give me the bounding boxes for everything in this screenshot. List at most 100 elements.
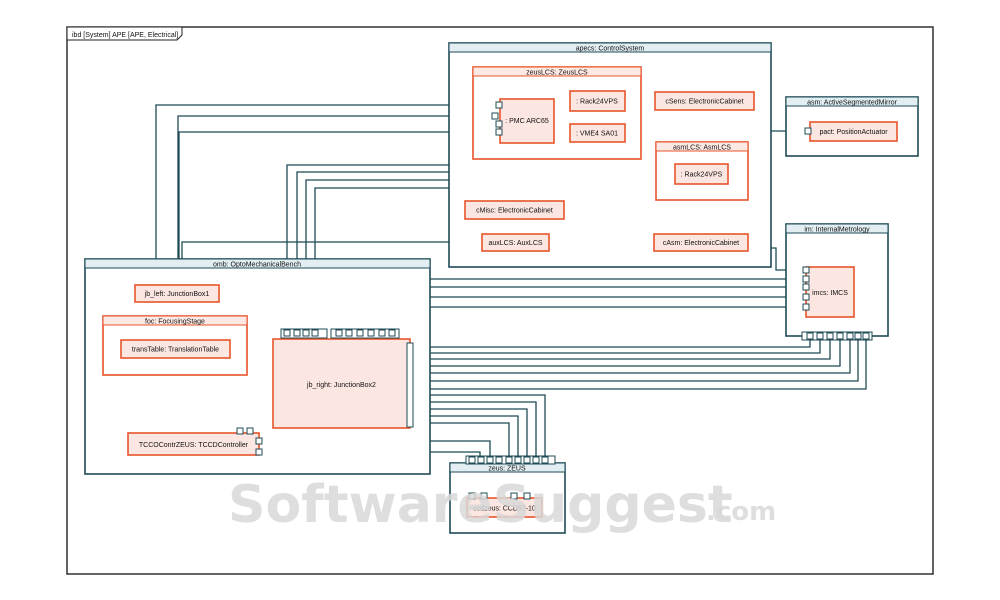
port	[495, 456, 503, 464]
imcs-label: imcs: IMCS	[812, 290, 848, 297]
vme-label: : VME4 SA01	[576, 131, 618, 138]
port	[541, 456, 549, 464]
connector	[412, 340, 851, 374]
foc-block[interactable]: foc: FocusingStage transTable: Translati…	[102, 315, 248, 376]
zeus-lcs-title: zeusLCS: ZeusLCS	[526, 70, 588, 77]
port	[836, 332, 844, 340]
port	[802, 303, 810, 311]
port	[802, 283, 810, 291]
port	[802, 266, 810, 274]
port	[255, 437, 263, 445]
pmc-label: : PMC ARC65	[505, 118, 549, 125]
port-strip	[406, 342, 414, 428]
port	[486, 456, 494, 464]
port	[826, 332, 834, 340]
asm-rack-label: : Rack24VPS	[681, 172, 723, 179]
port	[532, 456, 540, 464]
port	[378, 329, 386, 337]
port	[283, 329, 291, 337]
connector	[412, 340, 841, 367]
aux-lcs-part[interactable]: auxLCS: AuxLCS	[481, 233, 550, 252]
port	[816, 332, 824, 340]
zeus-block[interactable]: zeus: ZEUS ccdzeus: CCD57-10	[449, 455, 566, 534]
port	[356, 329, 364, 337]
port-strip	[330, 328, 400, 339]
connector	[178, 131, 500, 287]
pmc-part[interactable]: : PMC ARC65	[491, 98, 555, 144]
connector	[412, 422, 510, 462]
asm-lcs-block[interactable]: asmLCS: AsmLCS : Rack24VPS	[655, 141, 749, 201]
ccd-label: ccdzeus: CCD57-10	[473, 506, 536, 513]
port	[480, 492, 488, 500]
c-asm-part[interactable]: cAsm: ElectronicCabinet	[653, 233, 749, 252]
port	[255, 448, 263, 456]
port	[345, 329, 353, 337]
connector	[177, 115, 496, 287]
im-title: im: InternalMetrology	[804, 227, 870, 234]
watermark-brand: SoftwareSuggest	[228, 475, 733, 535]
c-misc-part[interactable]: cMisc: ElectronicCabinet	[464, 200, 565, 220]
control-system-title: apecs: ControlSystem	[576, 46, 645, 53]
port	[468, 456, 476, 464]
zeus-rack-part[interactable]: : Rack24VPS	[569, 90, 626, 112]
connector	[412, 394, 546, 462]
connector	[412, 340, 867, 390]
vme-part[interactable]: : VME4 SA01	[569, 123, 626, 143]
connector	[412, 340, 821, 354]
jb-right-part[interactable]: jb_right: JunctionBox2	[272, 328, 414, 429]
im-block[interactable]: im: InternalMetrology imcs: IMCS	[785, 223, 889, 341]
port	[804, 127, 812, 135]
zeus-title: zeus: ZEUS	[488, 466, 526, 473]
connector	[412, 415, 519, 462]
c-asm-label: cAsm: ElectronicCabinet	[663, 240, 739, 247]
port	[523, 492, 531, 500]
jb-left-part[interactable]: jb_left: JunctionBox1	[134, 284, 220, 303]
port	[495, 120, 503, 128]
port	[802, 275, 810, 283]
connector	[412, 340, 859, 382]
port	[302, 329, 310, 337]
port	[846, 332, 854, 340]
omb-title: omb: OptoMechanicalBench	[213, 262, 301, 269]
frame-label: ibd [System] APE [APE, Electrical]	[72, 32, 178, 39]
zeus-rack-label: : Rack24VPS	[576, 99, 618, 106]
foc-title: foc: FocusingStage	[145, 319, 205, 326]
port	[293, 329, 301, 337]
port	[806, 332, 814, 340]
port	[491, 112, 499, 120]
c-sens-part[interactable]: cSens: ElectronicCabinet	[654, 91, 755, 111]
port	[477, 456, 485, 464]
port	[802, 293, 810, 301]
asm-lcs-title: asmLCS: AsmLCS	[673, 145, 731, 152]
port	[388, 329, 396, 337]
aux-lcs-label: auxLCS: AuxLCS	[488, 240, 542, 247]
port	[510, 492, 518, 500]
jb-left-label: jb_left: JunctionBox1	[144, 291, 210, 298]
jb-right-label: jb_right: JunctionBox2	[306, 382, 376, 389]
asm-title: asm: ActiveSegmentedMirror	[807, 100, 898, 107]
pact-label: pact: PositionActuator	[819, 129, 888, 136]
port	[246, 427, 254, 435]
c-misc-label: cMisc: ElectronicCabinet	[476, 208, 553, 215]
connector	[412, 340, 811, 348]
port	[367, 329, 375, 337]
connector	[412, 408, 528, 462]
tccd-part[interactable]: TCCOContrZEUS: TCCDController	[127, 427, 263, 456]
port	[514, 456, 522, 464]
watermark-suffix: .com	[706, 497, 776, 527]
connector	[412, 340, 831, 360]
port	[495, 101, 503, 109]
port	[236, 427, 244, 435]
connector	[155, 104, 500, 287]
port	[505, 456, 513, 464]
port	[311, 329, 319, 337]
watermark-logo: SoftwareSuggest .com	[228, 475, 776, 535]
c-sens-label: cSens: ElectronicCabinet	[665, 99, 743, 106]
port	[854, 332, 862, 340]
port	[468, 492, 476, 500]
port	[862, 332, 870, 340]
tccd-label: TCCOContrZEUS: TCCDController	[139, 442, 249, 449]
trans-table-label: transTable: TranslationTable	[132, 347, 219, 354]
asm-block[interactable]: asm: ActiveSegmentedMirror pact: Positio…	[785, 96, 919, 157]
